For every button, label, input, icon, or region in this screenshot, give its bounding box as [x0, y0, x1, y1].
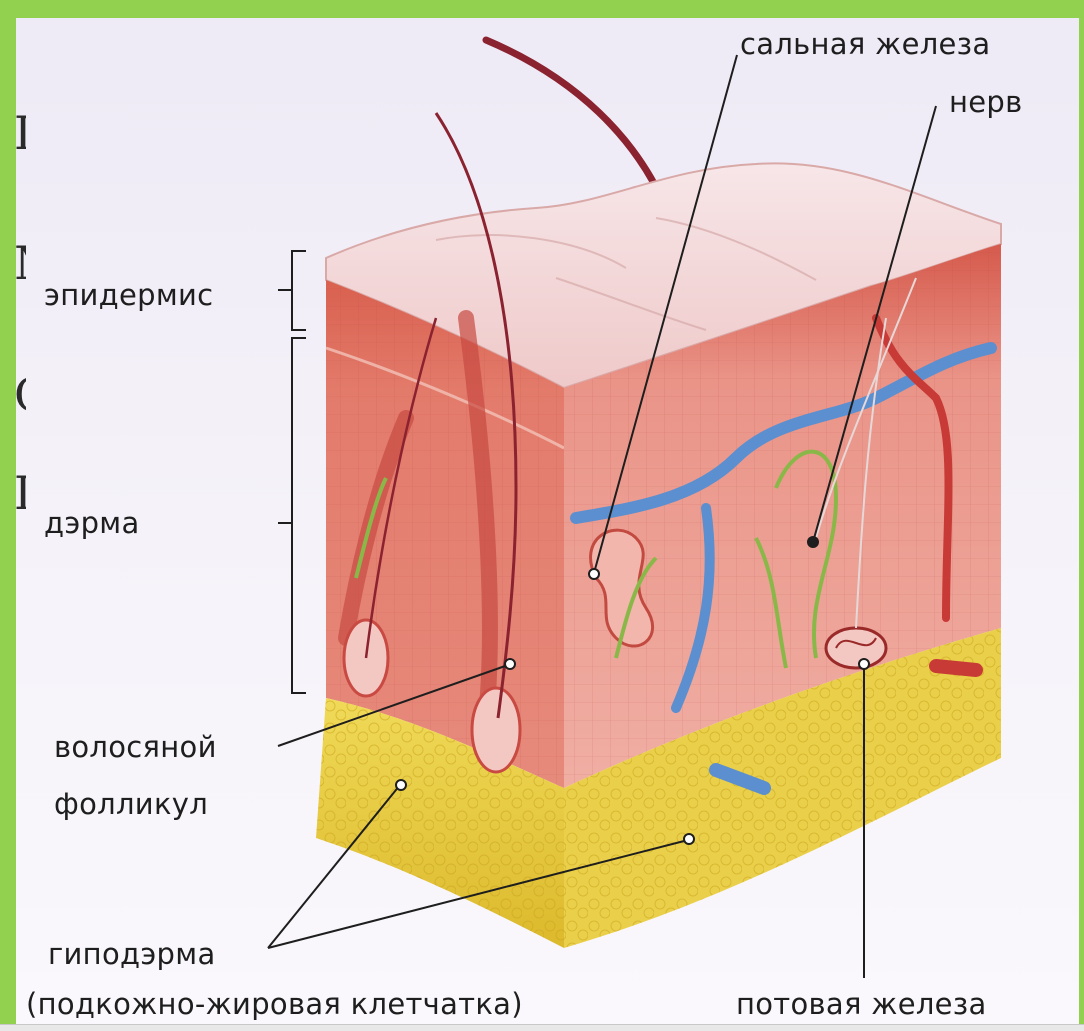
label-sebaceous-gland: сальная железа — [740, 30, 990, 59]
frame-border-left — [0, 0, 16, 1031]
frame-border-bottom — [0, 1024, 1084, 1031]
frame-border-right — [1079, 0, 1084, 1031]
label-dermis: дэрма — [44, 509, 140, 538]
marker-sweat — [859, 659, 869, 669]
label-hypodermis-line1: гиподэрма — [48, 940, 216, 969]
bracket-epidermis — [278, 251, 306, 330]
frame-border-top — [0, 0, 1084, 18]
artery-stub — [936, 666, 976, 670]
bracket-dermis — [278, 338, 306, 693]
label-epidermis: эпидермис — [44, 281, 213, 310]
label-hair-follicle-line2: фолликул — [54, 790, 208, 819]
label-hypodermis-line2: (подкожно-жировая клетчатка) — [26, 990, 523, 1019]
marker-hypodermis-a — [396, 780, 406, 790]
label-sweat-gland: потовая железа — [736, 990, 987, 1019]
marker-follicle — [505, 659, 515, 669]
label-hair-follicle-line1: волосяной — [54, 733, 217, 762]
label-nerve: нерв — [949, 88, 1023, 117]
marker-sebaceous — [589, 569, 599, 579]
marker-nerve — [807, 536, 819, 548]
marker-hypodermis-b — [684, 834, 694, 844]
skin-cross-section-illustration — [16, 18, 1079, 1025]
